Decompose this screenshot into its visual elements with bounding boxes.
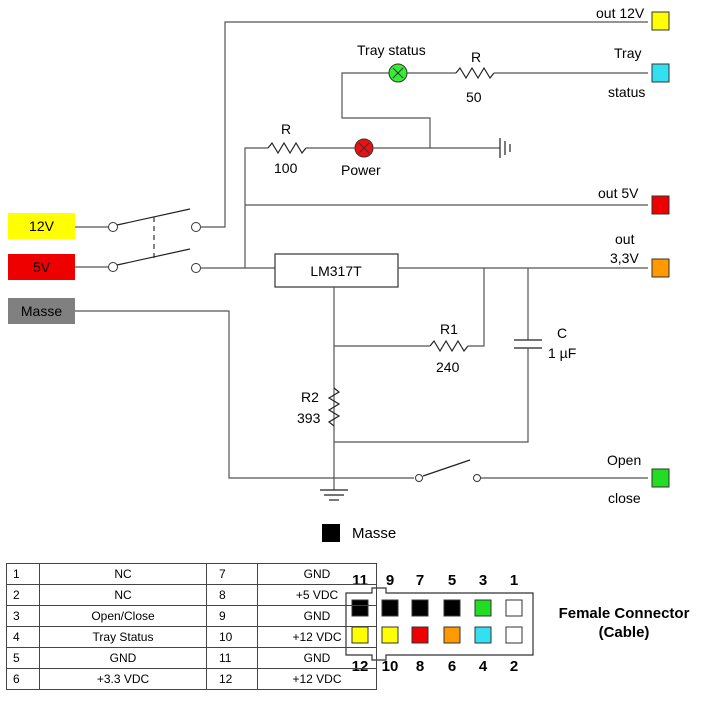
connector-bottom-pin-number: 2 bbox=[510, 658, 518, 675]
masse-legend-swatch bbox=[322, 524, 340, 542]
connector-bottom-pin bbox=[443, 626, 461, 644]
pin-cell-sig-a: Tray Status bbox=[39, 626, 207, 648]
pin-cell-pin-a: 1 bbox=[6, 563, 40, 585]
pin-cell-pin-b: 9 bbox=[206, 605, 258, 627]
pin-cell-sig-b: GND bbox=[257, 605, 377, 627]
connector-top-pin-number: 5 bbox=[448, 572, 456, 589]
input-5v: 5V bbox=[8, 254, 75, 280]
connector-bottom-pin-number: 8 bbox=[416, 658, 424, 675]
r-tray-label: R bbox=[471, 49, 481, 65]
r1-value: 240 bbox=[436, 359, 460, 375]
power-led-label: Power bbox=[341, 162, 381, 178]
connector-top-pin-number: 7 bbox=[416, 572, 424, 589]
close-label: close bbox=[608, 490, 641, 506]
r-power-value: 100 bbox=[274, 160, 298, 176]
out-5v-terminal bbox=[651, 195, 670, 215]
open-close-terminal bbox=[651, 468, 670, 488]
pin-cell-sig-a: GND bbox=[39, 647, 207, 669]
r2-label: R2 bbox=[301, 389, 319, 405]
out-12v-label: out 12V bbox=[596, 5, 645, 21]
cap-value: 1 µF bbox=[548, 345, 576, 361]
pin-cell-sig-a: Open/Close bbox=[39, 605, 207, 627]
r-tray-value: 50 bbox=[466, 89, 482, 105]
pin-cell-pin-a: 3 bbox=[6, 605, 40, 627]
pin-cell-pin-a: 5 bbox=[6, 647, 40, 669]
pin-cell-sig-a: +3.3 VDC bbox=[39, 668, 207, 690]
r2-value: 393 bbox=[297, 410, 321, 426]
tray-led-label: Tray status bbox=[357, 42, 426, 58]
out-3v3-label-1: out bbox=[615, 231, 635, 247]
pin-cell-pin-b: 12 bbox=[206, 668, 258, 690]
tray-label-1: Tray bbox=[614, 45, 641, 61]
connector-top-pin bbox=[411, 599, 429, 617]
connector-top-pin bbox=[443, 599, 461, 617]
r1-label: R1 bbox=[440, 321, 458, 337]
connector-top-pin bbox=[381, 599, 399, 617]
pin-cell-sig-a: NC bbox=[39, 584, 207, 606]
pin-cell-pin-a: 6 bbox=[6, 668, 40, 690]
out-3v3-terminal bbox=[651, 258, 670, 278]
connector-bottom-pin bbox=[381, 626, 399, 644]
pin-cell-sig-b: GND bbox=[257, 563, 377, 585]
tray-label-2: status bbox=[608, 84, 645, 100]
pin-cell-sig-a: NC bbox=[39, 563, 207, 585]
connector-top-pin bbox=[505, 599, 523, 617]
connector-bottom-pin-number: 6 bbox=[448, 658, 456, 675]
connector-title: Female Connector (Cable) bbox=[548, 604, 700, 642]
pin-cell-sig-b: +5 VDC bbox=[257, 584, 377, 606]
pin-cell-pin-b: 10 bbox=[206, 626, 258, 648]
tray-status-terminal bbox=[651, 63, 670, 83]
connector-bottom-pin bbox=[411, 626, 429, 644]
pin-cell-sig-b: +12 VDC bbox=[257, 626, 377, 648]
regulator-label: LM317T bbox=[310, 263, 362, 279]
pin-cell-pin-a: 4 bbox=[6, 626, 40, 648]
out-3v3-label-2: 3,3V bbox=[610, 250, 639, 266]
pin-cell-sig-b: +12 VDC bbox=[257, 668, 377, 690]
connector-title-line1: Female Connector bbox=[558, 605, 690, 622]
out-12v-terminal bbox=[651, 11, 670, 31]
connector-top-pin-number: 3 bbox=[479, 572, 487, 589]
connector-bottom-pin bbox=[474, 626, 492, 644]
connector-top-pin bbox=[474, 599, 492, 617]
pin-cell-pin-a: 2 bbox=[6, 584, 40, 606]
out-5v-label: out 5V bbox=[598, 185, 639, 201]
pin-cell-pin-b: 7 bbox=[206, 563, 258, 585]
connector-bottom-pin-number: 4 bbox=[479, 658, 488, 675]
r-power-label: R bbox=[281, 121, 291, 137]
pin-cell-sig-b: GND bbox=[257, 647, 377, 669]
masse-legend-label: Masse bbox=[352, 525, 397, 542]
pin-cell-pin-b: 8 bbox=[206, 584, 258, 606]
connector-bottom-pin bbox=[505, 626, 523, 644]
input-12v: 12V bbox=[8, 213, 75, 239]
cap-label: C bbox=[557, 325, 567, 341]
connector-top-pin-number: 1 bbox=[510, 572, 518, 589]
input-masse: Masse bbox=[8, 298, 75, 324]
open-label: Open bbox=[607, 452, 641, 468]
connector-top-pin-number: 9 bbox=[386, 572, 394, 589]
connector-title-line2: (Cable) bbox=[598, 624, 650, 641]
connector-bottom-pin-number: 10 bbox=[382, 658, 399, 675]
pin-cell-pin-b: 11 bbox=[206, 647, 258, 669]
